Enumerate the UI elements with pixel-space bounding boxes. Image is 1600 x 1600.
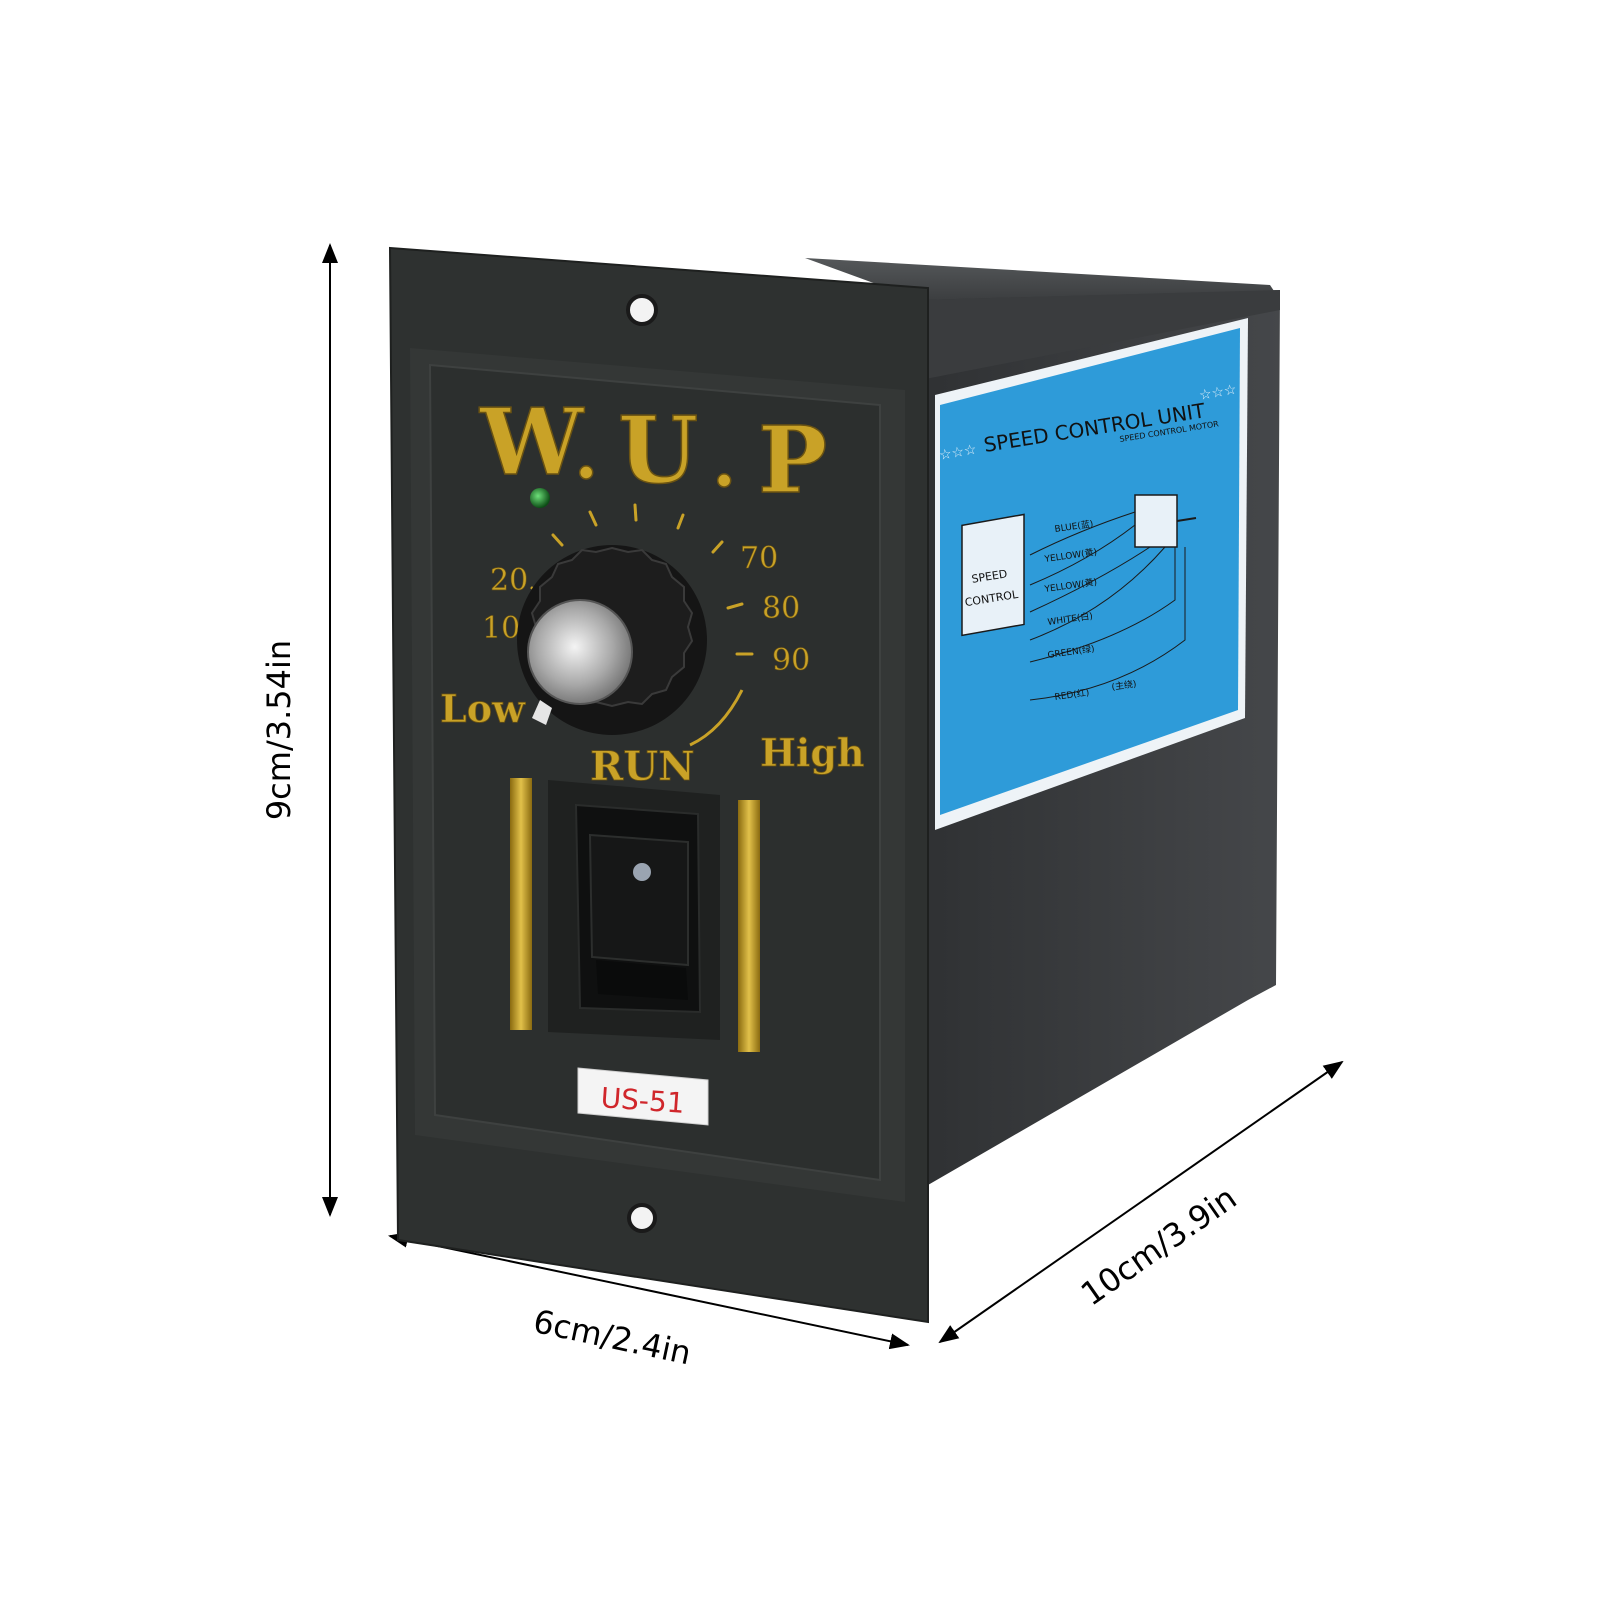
housing-side-edge [920,290,1280,380]
brand-letter-p: P [758,406,827,514]
high-arc [689,689,744,747]
range-labels: Low High RUN [440,686,865,791]
brand-dot-2: . [712,420,736,503]
side-label: ☆☆☆ SPEED CONTROL UNIT ☆☆☆ SPEED CONTROL… [935,318,1248,830]
height-label: 9cm/3.54in [260,640,298,820]
knob-cap [527,599,633,705]
low-label: Low [440,686,526,731]
brand-letter-u: U [618,396,698,504]
scale-90: 90 [772,643,810,678]
wiring-lines [1029,511,1186,701]
model-plate: US-51 [577,1067,709,1126]
front-panel: W . U . P 10 20 70 80 90 [388,246,929,1324]
scale-70: 70 [740,541,778,576]
rocker-switch[interactable] [548,780,720,1040]
speed-knob[interactable] [517,545,707,735]
switch-indicator-dot [633,863,651,881]
model-plate-background [577,1067,709,1126]
scale-10: 10 [482,611,520,646]
speed-control-box-line1: SPEED [971,567,1009,585]
brand-dot-1: . [574,412,598,495]
switch-rocker-lower [596,960,688,1000]
height-dimension: 9cm/3.54in [260,243,338,1217]
left-gold-strip [510,778,532,1030]
top-mount-hole [626,294,658,326]
high-label: High [760,730,865,775]
depth-dimension-line [938,1060,1344,1344]
side-label-background [940,328,1240,815]
brand-logo: W . U . P [478,387,828,515]
width-dimension-line [388,1231,910,1350]
model-number: US-51 [600,1081,686,1120]
motor-shaft [1176,517,1197,522]
dial-ticks [530,503,754,656]
side-label-stars-left: ☆☆☆ [938,442,978,464]
side-label-stars-right: ☆☆☆ [1198,382,1238,404]
dial-scale: 10 20 70 80 90 [482,541,811,679]
depth-label: 10cm/3.9in [1074,1179,1244,1314]
knob-pointer [532,700,552,725]
power-led [530,488,550,508]
width-label: 6cm/2.4in [530,1302,694,1372]
right-gold-strip [738,800,760,1052]
speed-control-box [961,513,1025,637]
brand-letter-w: W [479,388,585,496]
run-label: RUN [590,743,695,790]
motor-diagram [1134,494,1178,548]
scale-20: 20 [490,563,528,598]
switch-rocker [588,833,689,967]
wire-label-note: (主绕) [1111,678,1137,693]
front-inner-face [428,363,881,1182]
bottom-mount-hole [627,1203,657,1233]
scale-80: 80 [762,591,800,626]
